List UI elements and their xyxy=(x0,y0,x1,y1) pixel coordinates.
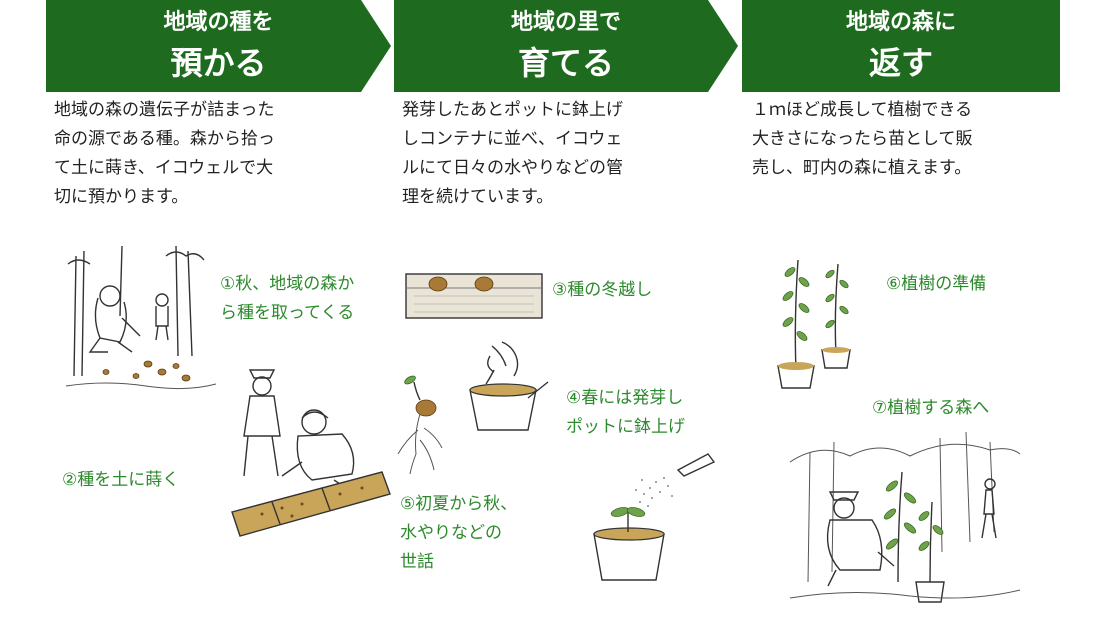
potting-illustration xyxy=(469,341,549,431)
banner-step-1: 地域の種を 預かる xyxy=(46,0,391,92)
watering-illustration xyxy=(593,453,716,581)
step-label-5: ⑤初夏から秋、 水やりなどの 世話 xyxy=(400,494,518,572)
banner-step-3: 地域の森に 返す xyxy=(742,0,1060,92)
seed-sowing-illustration xyxy=(231,369,391,537)
forest-planting-illustration xyxy=(789,431,1021,603)
step-label-2: ②種を土に蒔く xyxy=(62,470,180,490)
banner-step-3-subtitle: 地域の森に xyxy=(845,10,956,35)
seed-collecting-illustration xyxy=(65,245,217,390)
description-step-1: 地域の森の遺伝子が詰まった 命の源である種。森から拾っ て土に蒔き、イコウェルで… xyxy=(54,100,275,207)
saplings-illustration xyxy=(777,259,851,389)
step-label-6: ⑥植樹の準備 xyxy=(886,274,987,294)
description-step-2: 発芽したあとポットに鉢上げ しコンテナに並べ、イコウェ ルにて日々の水やりなどの… xyxy=(402,100,623,207)
step-label-4: ④春には発芽し ポットに鉢上げ xyxy=(566,388,685,437)
seed-overwintering-illustration xyxy=(405,273,543,319)
step-label-1: ①秋、地域の森か ら種を取ってくる xyxy=(220,274,355,323)
banner-step-2-title: 育てる xyxy=(517,44,614,82)
step-label-3: ③種の冬越し xyxy=(552,280,653,300)
germinated-seed-illustration xyxy=(397,375,443,475)
banner-step-2-subtitle: 地域の里で xyxy=(510,10,621,35)
description-step-3: １ｍほど成長して植樹できる 大きさになったら苗として販 売し、町内の森に植えます… xyxy=(752,100,973,178)
banner-step-3-title: 返す xyxy=(868,44,933,82)
banner-step-1-subtitle: 地域の種を xyxy=(163,10,274,35)
step-label-7: ⑦植樹する森へ xyxy=(872,398,990,418)
banner-step-2: 地域の里で 育てる xyxy=(394,0,738,92)
banner-step-1-title: 預かる xyxy=(170,44,267,82)
